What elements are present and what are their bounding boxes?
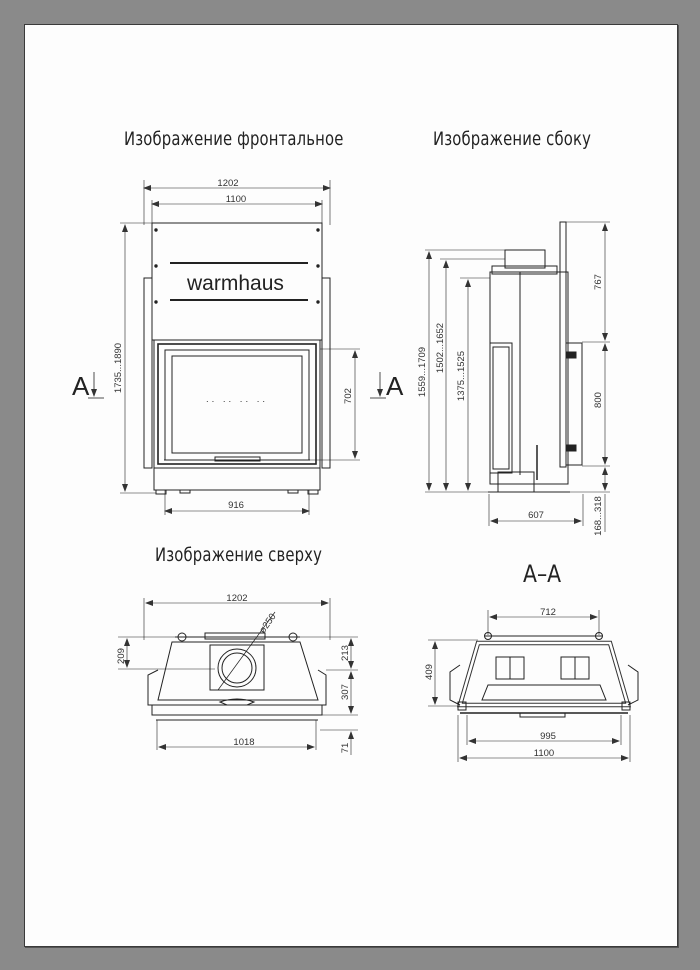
- dim-aa-995: 995: [540, 731, 556, 742]
- top-view: [118, 598, 358, 755]
- front-view: [88, 180, 386, 515]
- section-marker-a-left: A: [72, 371, 90, 401]
- dim-side-168-318: 168...318: [593, 496, 604, 536]
- front-view-title: Изображение фронтальное: [124, 128, 344, 150]
- dim-side-607: 607: [528, 510, 544, 521]
- dim-front-702: 702: [343, 388, 354, 404]
- dim-aa-409: 409: [424, 664, 435, 680]
- dim-side-767: 767: [593, 274, 604, 290]
- section-marker-a-right: A: [386, 371, 404, 401]
- dim-top-209: 209: [116, 648, 127, 664]
- section-aa-title: A–A: [523, 560, 562, 588]
- window-dots: .. .. .. ..: [206, 394, 268, 405]
- dim-side-1375-1525: 1375...1525: [456, 351, 467, 401]
- side-view-title: Изображение сбоку: [433, 128, 592, 150]
- side-view: [425, 221, 610, 532]
- dim-side-800: 800: [593, 392, 604, 408]
- dim-top-213: 213: [340, 645, 351, 661]
- dim-front-1202: 1202: [217, 178, 238, 189]
- dim-top-1202: 1202: [226, 593, 247, 604]
- dim-top-diameter-250: ø250: [257, 612, 278, 636]
- drawing-sheet: [24, 24, 678, 947]
- dim-top-307: 307: [340, 684, 351, 700]
- dim-side-1559-1709: 1559...1709: [417, 347, 428, 397]
- brand-logo: warmhaus: [186, 272, 284, 295]
- dim-front-916: 916: [228, 500, 244, 511]
- dim-aa-1100: 1100: [534, 748, 554, 759]
- dim-front-height: 1735...1890: [113, 343, 124, 393]
- dim-front-1100: 1100: [226, 194, 246, 205]
- dim-top-1018: 1018: [233, 737, 254, 748]
- dim-top-71: 71: [340, 743, 351, 754]
- top-view-title: Изображение сверху: [155, 544, 323, 566]
- dim-side-1502-1652: 1502...1652: [435, 323, 446, 373]
- dim-aa-712: 712: [540, 607, 556, 618]
- section-aa-view: [428, 610, 639, 762]
